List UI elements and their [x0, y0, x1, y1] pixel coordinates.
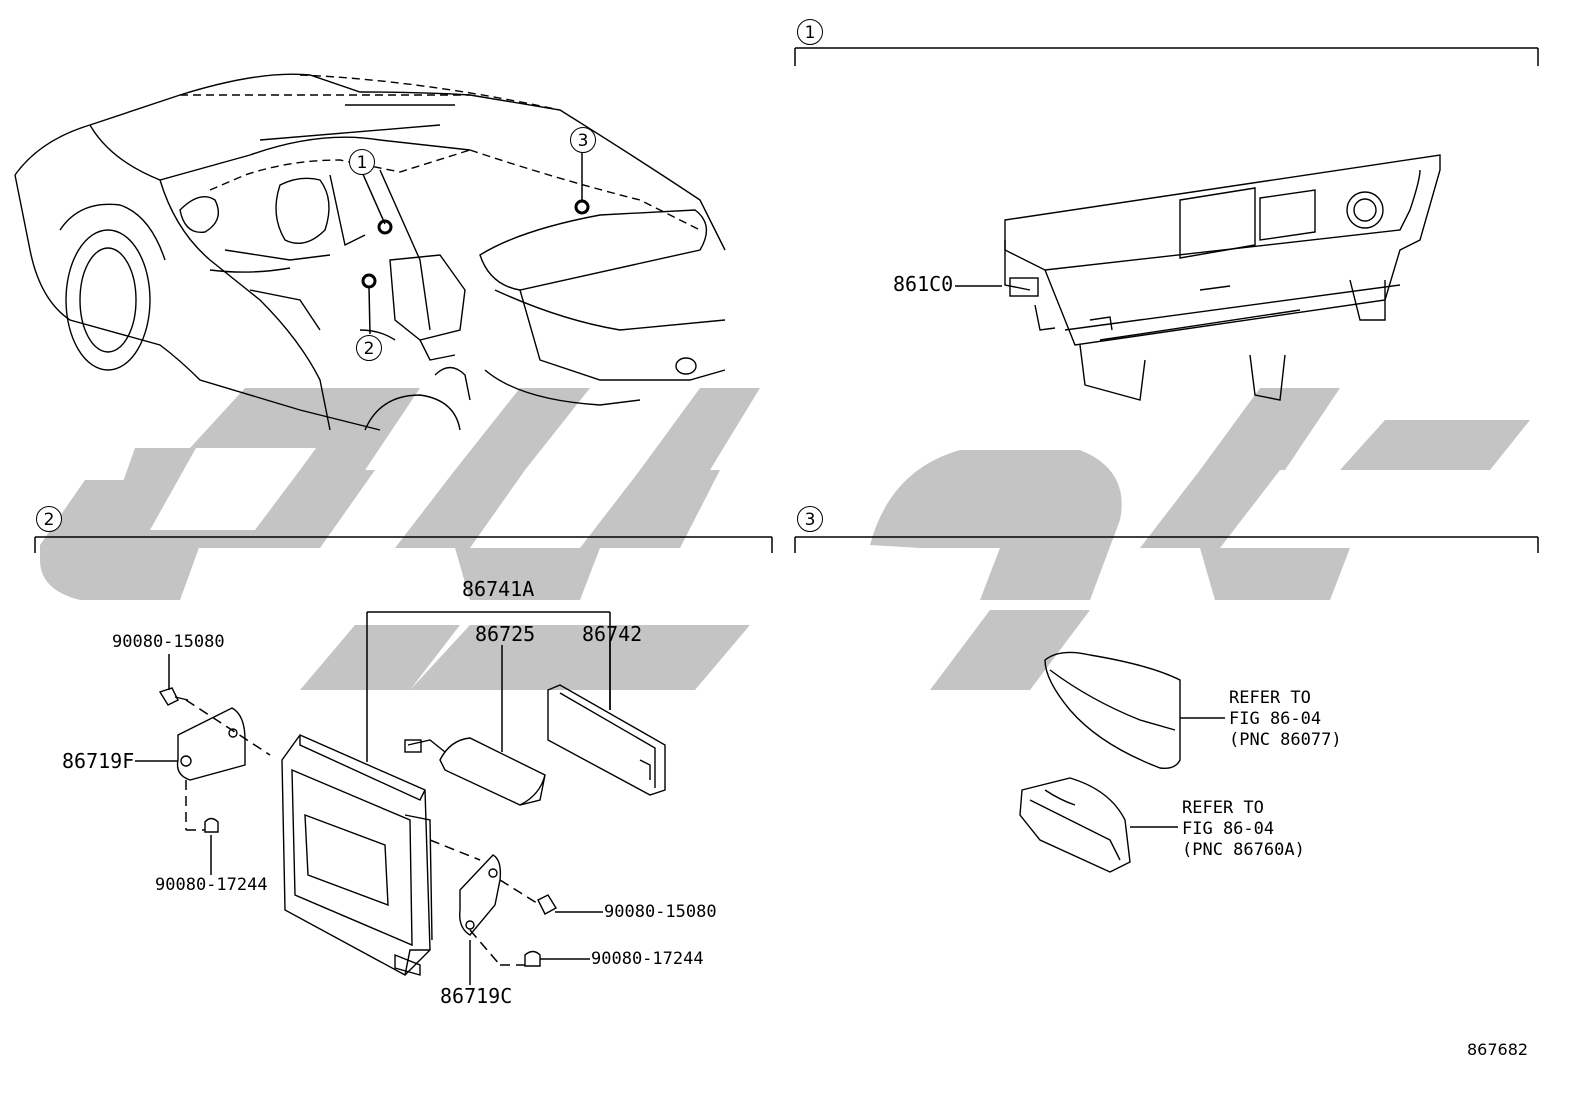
figure-number: 867682	[1467, 1040, 1529, 1059]
reference-line-2: FIG 86-04	[1229, 709, 1322, 729]
bolt-screws	[158, 687, 557, 967]
reference-line-1: REFER TO	[1182, 798, 1264, 818]
shark-fin-antenna-drawing	[1044, 651, 1225, 770]
section-1-bracket	[794, 47, 1539, 66]
part-86719f-drawing	[176, 707, 246, 781]
reference-note-86760a: REFER TO FIG 86-04 (PNC 86760A)	[1182, 798, 1305, 861]
callout-1: 1	[349, 149, 375, 175]
part-label-90080-17244-left: 90080-17244	[155, 875, 268, 895]
reference-line-1: REFER TO	[1229, 688, 1311, 708]
part-label-861c0: 861C0	[893, 272, 954, 296]
callout-3: 3	[570, 127, 596, 153]
part-86742-drawing	[547, 684, 666, 796]
part-861c0-drawing	[1004, 154, 1441, 401]
section-2-marker: 2	[36, 506, 62, 532]
part-label-86741a: 86741A	[462, 577, 535, 601]
reference-note-86077: REFER TO FIG 86-04 (PNC 86077)	[1229, 688, 1342, 751]
reference-line-2: FIG 86-04	[1182, 819, 1275, 839]
vehicle-outline	[14, 73, 726, 431]
part-86725-drawing	[404, 737, 546, 806]
section-3-bracket	[794, 536, 1539, 553]
section-3-marker: 3	[797, 506, 823, 532]
part-label-86742: 86742	[582, 622, 643, 646]
reference-line-3: (PNC 86077)	[1229, 730, 1342, 750]
part-label-86725: 86725	[475, 622, 536, 646]
part-86719c-drawing	[459, 854, 502, 936]
part-label-86719f: 86719F	[62, 749, 135, 773]
reference-line-3: (PNC 86760A)	[1182, 840, 1305, 860]
part-label-90080-15080-lower: 90080-15080	[604, 902, 717, 922]
section-1-marker: 1	[797, 19, 823, 45]
callout-2: 2	[356, 335, 382, 361]
part-label-86719c: 86719C	[440, 984, 513, 1008]
antenna-base-drawing	[1019, 777, 1178, 873]
part-label-90080-17244-right: 90080-17244	[591, 949, 704, 969]
part-86741a-drawing	[281, 734, 433, 976]
section-2-bracket	[34, 536, 773, 553]
section-2-leaders	[135, 611, 611, 985]
part-label-90080-15080-upper: 90080-15080	[112, 632, 225, 652]
